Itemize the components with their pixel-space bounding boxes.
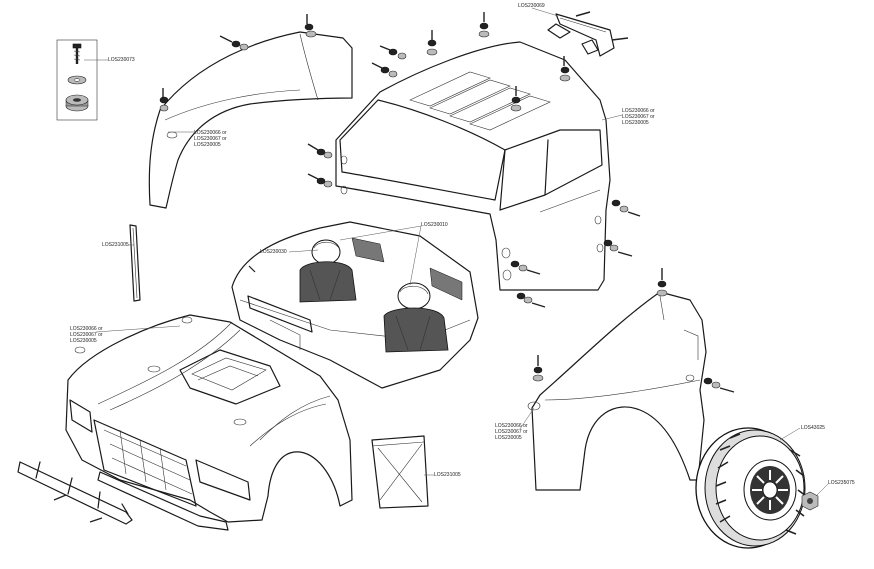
callout-screw-kit: LOS230073	[108, 57, 135, 63]
interior-tub	[231, 221, 479, 389]
callout-line: LOS230005	[622, 120, 649, 126]
clip-7	[478, 12, 490, 38]
clip-1	[219, 35, 249, 51]
rear-right-fender	[527, 291, 707, 491]
callout-cab-mount: LOS230066 or LOS230067 or LOS230005	[622, 108, 655, 126]
callout-interior-left: LOS230030	[260, 249, 287, 255]
leader-lines	[84, 7, 829, 497]
front-hood-body	[65, 314, 353, 531]
driver-right-icon	[383, 282, 449, 353]
clip-15	[516, 292, 546, 308]
clip-13	[603, 239, 633, 257]
wheel-nut-icon	[801, 491, 819, 511]
callout-line: LOS230066 or	[194, 130, 227, 136]
callout-line: LOS230066 or	[70, 326, 103, 332]
callout-line: LOS230005	[495, 435, 522, 441]
body-clips	[159, 12, 735, 393]
callout-line: LOS230005	[194, 142, 221, 148]
callout-line: LOS230067 or	[194, 136, 227, 142]
callout-window-net: LOS231005	[434, 472, 461, 478]
wheel-assembly	[695, 427, 807, 549]
clip-17	[532, 355, 544, 382]
clip-9	[510, 86, 522, 112]
clip-18	[703, 377, 735, 393]
callout-interior-right: LOS230010	[421, 222, 448, 228]
grommet-icon	[65, 94, 89, 112]
callout-line: LOS230066 or	[622, 108, 655, 114]
rear-light-bar	[547, 11, 629, 57]
clip-3	[159, 88, 169, 112]
clip-11	[307, 173, 333, 188]
screw-kit-inset	[56, 39, 98, 121]
clip-19	[248, 265, 256, 273]
callout-line: LOS230005	[70, 338, 97, 344]
callout-line: LOS230067 or	[622, 114, 655, 120]
clip-8	[559, 56, 571, 82]
screw-icon	[72, 43, 82, 64]
callout-antenna: LOS231005	[102, 242, 129, 248]
callout-line: LOS230067 or	[495, 429, 528, 435]
cab-roof-shell	[335, 41, 611, 291]
callout-wheel: LOS43025	[801, 425, 825, 431]
callout-hood-mount: LOS230066 or LOS230067 or LOS230005	[70, 326, 103, 344]
callout-rear-fender-mount: LOS230066 or LOS230067 or LOS230005	[495, 423, 528, 441]
clip-10	[307, 143, 333, 159]
driver-left-icon	[299, 239, 357, 303]
clip-5	[371, 62, 398, 78]
callout-left-fender-mount: LOS230066 or LOS230067 or LOS230005	[194, 130, 227, 148]
clip-16	[656, 268, 668, 297]
tire-tread	[715, 433, 807, 535]
front-left-fender	[148, 31, 353, 209]
clip-2	[304, 14, 317, 38]
clip-6	[426, 30, 438, 56]
side-strip	[129, 224, 141, 302]
callout-line: LOS230066 or	[495, 423, 528, 429]
clip-14	[510, 260, 541, 275]
front-bumper-bar	[17, 461, 133, 525]
callout-line: LOS230067 or	[70, 332, 103, 338]
callout-rear-wing: LOS230069	[518, 3, 545, 9]
clip-4	[379, 45, 407, 60]
clip-12	[611, 199, 641, 217]
callout-wheel-nut: LOS235075	[828, 480, 855, 486]
window-net	[371, 435, 429, 509]
